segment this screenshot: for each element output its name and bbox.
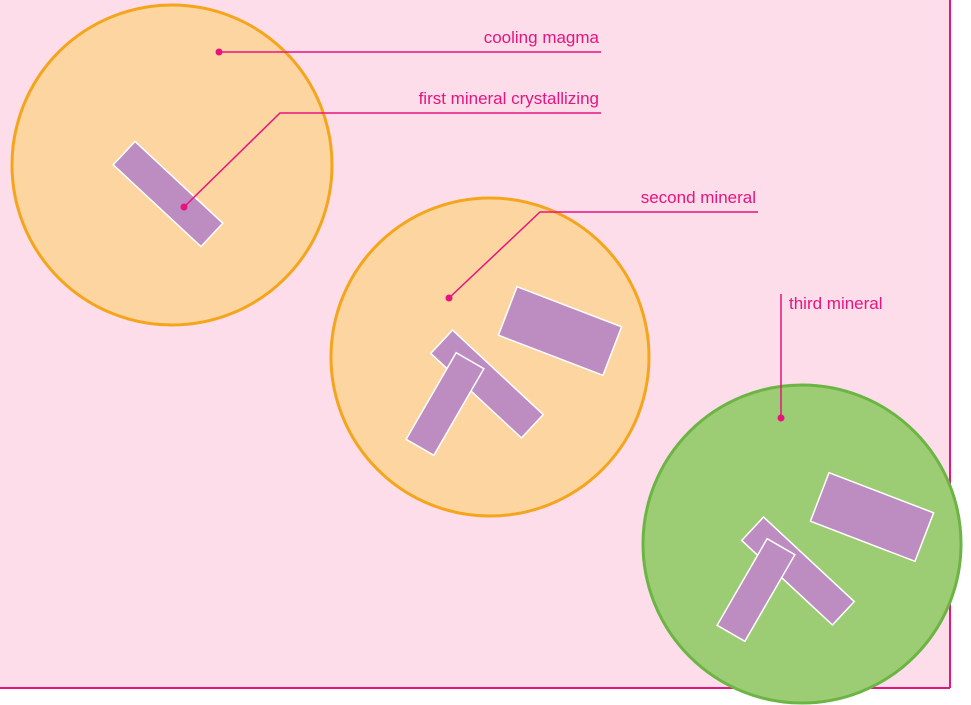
leader-dot: [180, 203, 188, 211]
magma-stage-2: [329, 196, 651, 518]
callout-second-mineral: second mineral: [445, 188, 758, 302]
label-second-mineral: second mineral: [641, 188, 756, 207]
crystal-first-mineral-overlap: [716, 537, 796, 643]
crystal-second-mineral: [497, 285, 623, 377]
leader-dot: [777, 414, 785, 422]
magma-stage-1: [10, 3, 334, 327]
callout-third-mineral: third mineral: [777, 294, 883, 422]
label-third-mineral: third mineral: [789, 294, 883, 313]
leader-line: [448, 211, 758, 299]
label-cooling-magma: cooling magma: [484, 28, 600, 47]
leader-dot: [215, 48, 223, 56]
leader-dot: [445, 294, 453, 302]
callout-cooling-magma: cooling magma: [215, 28, 601, 56]
crystal-first-mineral: [112, 140, 224, 248]
callout-first-mineral: first mineral crystallizing: [180, 89, 601, 211]
magma-circle: [10, 3, 334, 327]
crystal-first-mineral-overlap: [405, 351, 485, 457]
crystal-second-mineral: [809, 471, 935, 563]
label-first-mineral: first mineral crystallizing: [419, 89, 599, 108]
magma-stage-3: [641, 383, 963, 705]
leader-line: [183, 112, 601, 208]
